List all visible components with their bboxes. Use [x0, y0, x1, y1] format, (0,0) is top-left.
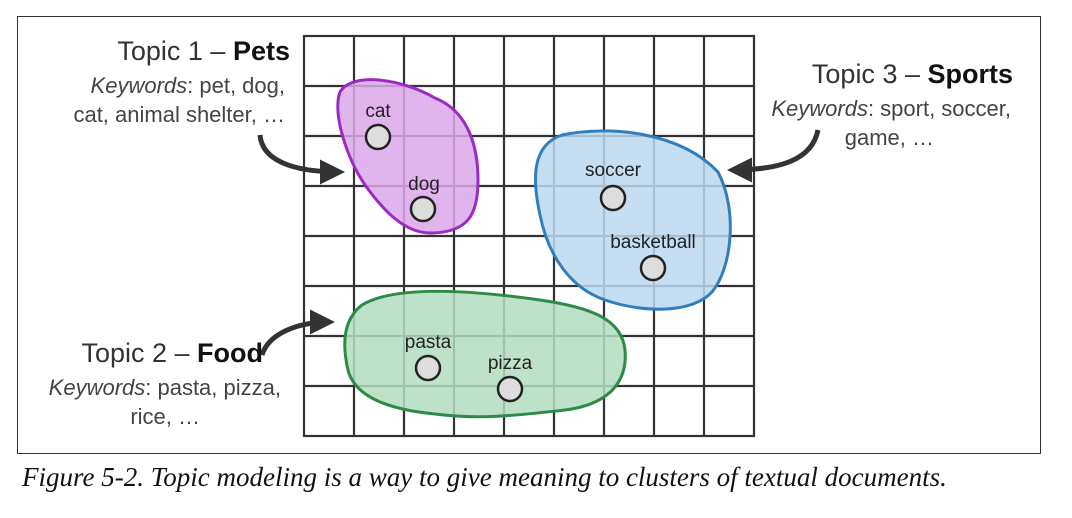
- topic-3-keywords-label: Keywords: [771, 96, 868, 121]
- topic-2-prefix: Topic 2 –: [81, 338, 197, 368]
- figure-caption: Figure 5-2. Topic modeling is a way to g…: [22, 462, 947, 492]
- topic-1-prefix: Topic 1 –: [117, 36, 233, 66]
- document-label-pizza: pizza: [488, 353, 533, 374]
- document-point-cat: [364, 123, 392, 151]
- topic-2-keywords-text: : pasta, pizza,: [145, 375, 281, 400]
- document-label-cat: cat: [365, 101, 391, 122]
- topic-2-keywords-line1: Keywords: pasta, pizza,: [49, 375, 281, 400]
- topic-1-name: Pets: [233, 36, 290, 66]
- topic-3-prefix: Topic 3 –: [812, 59, 928, 89]
- document-point-soccer: [599, 184, 627, 212]
- document-point-basketball: [639, 254, 667, 282]
- document-pasta: pasta: [405, 332, 452, 382]
- topic-2-title: Topic 2 – Food: [81, 338, 263, 368]
- topic-2-keywords-label: Keywords: [49, 375, 146, 400]
- topic-2-label: Topic 2 – Food Keywords: pasta, pizza, r…: [49, 338, 281, 429]
- topic-3-name: Sports: [927, 59, 1013, 89]
- topic-2-name: Food: [197, 338, 263, 368]
- topic-1-keywords-label: Keywords: [91, 73, 188, 98]
- document-label-dog: dog: [408, 174, 440, 195]
- topic-3-title: Topic 3 – Sports: [812, 59, 1013, 89]
- document-label-soccer: soccer: [585, 160, 642, 181]
- topic-1-title: Topic 1 – Pets: [117, 36, 290, 66]
- food-arrow: [259, 309, 335, 356]
- topic-1-keywords-text: : pet, dog,: [187, 73, 285, 98]
- document-soccer: soccer: [585, 160, 642, 212]
- pets-arrow: [257, 134, 345, 185]
- topic-1-label: Topic 1 – Pets Keywords: pet, dog, cat, …: [73, 36, 290, 127]
- document-label-basketball: basketball: [610, 232, 696, 253]
- document-point-pasta: [414, 354, 442, 382]
- document-cat: cat: [364, 101, 392, 151]
- topic-3-keywords-line1: Keywords: sport, soccer,: [771, 96, 1011, 121]
- document-label-pasta: pasta: [405, 332, 452, 353]
- topic-1-keywords-line1: Keywords: pet, dog,: [91, 73, 285, 98]
- document-point-pizza: [496, 375, 524, 403]
- figure-frame: [17, 16, 1041, 454]
- topic-3-keywords-line2: game, …: [845, 125, 934, 150]
- pets-cluster: [336, 78, 480, 235]
- document-dog: dog: [408, 174, 440, 223]
- topic-3-label: Topic 3 – Sports Keywords: sport, soccer…: [771, 59, 1013, 150]
- document-pizza: pizza: [488, 353, 533, 403]
- document-point-dog: [409, 195, 437, 223]
- document-basketball: basketball: [610, 232, 696, 282]
- topic-2-keywords-line2: rice, …: [130, 404, 200, 429]
- sports-arrow: [727, 129, 821, 183]
- sports-cluster: [534, 129, 732, 311]
- topic-1-keywords-line2: cat, animal shelter, …: [73, 102, 285, 127]
- topic-3-keywords-text: : sport, soccer,: [868, 96, 1011, 121]
- food-cluster: [343, 289, 627, 419]
